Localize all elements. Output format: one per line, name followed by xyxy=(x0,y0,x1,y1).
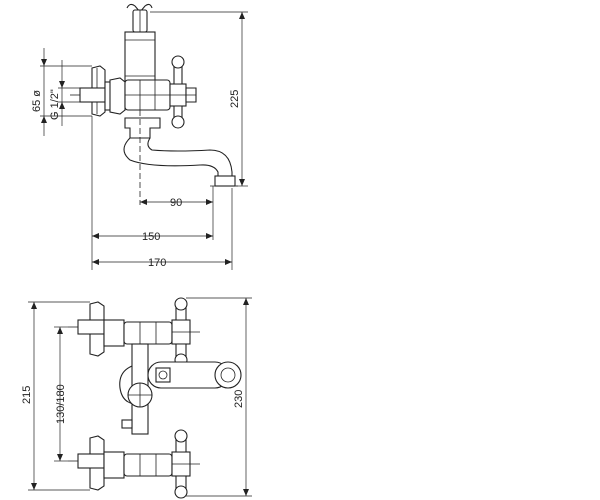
dim-215-label: 215 xyxy=(21,386,33,404)
dim-215 xyxy=(28,301,90,491)
dim-center-label: 130/180 xyxy=(55,384,67,424)
bottom-view: 215 130/180 230 xyxy=(21,297,252,499)
handshower-hook xyxy=(126,3,153,33)
spout xyxy=(123,117,238,187)
lower-cross-handle xyxy=(171,429,200,499)
dim-90 xyxy=(140,186,214,208)
diverter-column xyxy=(124,31,156,85)
upper-cross-handle xyxy=(171,297,200,367)
wall-connection xyxy=(70,87,106,103)
dim-150 xyxy=(91,116,214,270)
dim-150-label: 150 xyxy=(142,231,160,243)
dim-thread-label: G 1/2" xyxy=(49,89,61,120)
top-view: 65 ø G 1/2" 225 90 xyxy=(31,3,248,270)
dim-90-label: 90 xyxy=(170,197,182,209)
dim-flange xyxy=(40,48,92,136)
dim-thread xyxy=(58,60,80,126)
diverter-knob xyxy=(127,382,153,408)
dim-center xyxy=(54,326,68,462)
dim-flange-label: 65 ø xyxy=(31,90,43,112)
dim-230 xyxy=(186,297,252,497)
dim-170-label: 170 xyxy=(148,257,166,269)
dim-170 xyxy=(92,188,233,270)
cross-handle xyxy=(169,55,197,129)
dim-height-label: 225 xyxy=(229,90,241,108)
dim-height xyxy=(150,11,248,187)
upper-flange xyxy=(68,301,173,357)
dim-230-label: 230 xyxy=(233,390,245,408)
lower-flange xyxy=(68,435,173,491)
mixer-body xyxy=(104,77,171,115)
spout-front xyxy=(147,361,242,389)
